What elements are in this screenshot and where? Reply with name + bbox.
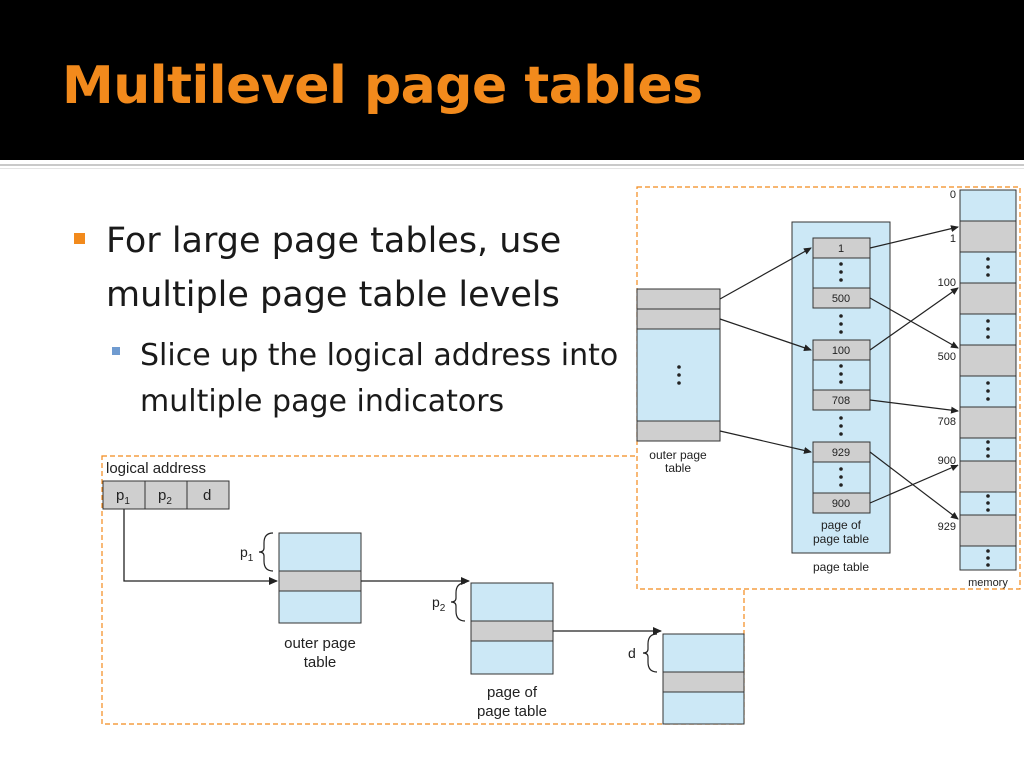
ellipsis-icon <box>677 365 681 385</box>
p1-brace <box>258 532 274 572</box>
bullet-slice-logical-address: Slice up the logical address into multip… <box>140 338 619 419</box>
ellipsis-icon <box>839 314 843 334</box>
outer-entry-last-arrow <box>719 430 812 454</box>
left-outer-page-table <box>278 532 362 624</box>
page-of-page-table-label-2: page table <box>813 532 869 546</box>
outer-entry-1-arrow <box>719 247 812 300</box>
memory-address-900: 900 <box>938 455 956 467</box>
page-table-entry-929: 929 <box>832 447 850 459</box>
field-d-text: d <box>203 487 211 504</box>
ellipsis-icon <box>839 262 843 282</box>
memory-label: memory <box>968 577 1008 589</box>
title-divider <box>0 164 1024 166</box>
bullet-large-page-tables: For large page tables, use multiple page… <box>106 221 562 315</box>
outer-entry-2-arrow <box>719 318 812 352</box>
memory-column <box>959 189 1017 571</box>
left-page-of-table-label-2: page table <box>477 703 547 720</box>
p2-offset-label: p2 <box>432 594 446 614</box>
translation-diagram-frame <box>101 455 745 725</box>
p1-offset-label: p1 <box>240 544 254 564</box>
d-offset-label: d <box>628 645 636 661</box>
right-outer-table-label-2: table <box>665 461 691 475</box>
entry-100-to-memory-arrow <box>869 287 959 351</box>
page-table-entry-1: 1 <box>838 243 844 255</box>
memory-address-100: 100 <box>938 277 956 289</box>
memory-address-500: 500 <box>938 351 956 363</box>
memory-address-1: 1 <box>950 233 956 245</box>
page-table-entry-100: 100 <box>832 345 850 357</box>
memory-address-929: 929 <box>938 521 956 533</box>
left-outer-table-label-2: table <box>304 654 337 671</box>
left-page-of-page-table <box>470 582 554 675</box>
page-table-entry-900: 900 <box>832 498 850 510</box>
entry-708-to-memory-arrow <box>869 399 959 414</box>
memory-address-708: 708 <box>938 416 956 428</box>
ellipsis-icon <box>839 416 843 436</box>
logical-address-label: logical address <box>106 460 206 477</box>
page-of-page-table-label-1: page of <box>821 518 862 532</box>
ellipsis-icon <box>839 364 843 384</box>
entry-1-to-memory-arrow <box>869 225 959 249</box>
slide-title: Multilevel page tables <box>62 56 703 116</box>
field-p1-text: p1 <box>116 487 130 507</box>
logical-address-field-d <box>186 480 230 510</box>
field-p2-text: p2 <box>158 487 172 507</box>
right-outer-table-label-1: outer page <box>649 448 707 462</box>
right-outer-page-table <box>636 288 721 442</box>
logical-address-field-p1 <box>102 480 146 510</box>
left-outer-table-label-1: outer page <box>284 635 356 652</box>
entry-929-to-memory-arrow <box>869 451 959 520</box>
entry-900-to-memory-arrow <box>869 464 959 504</box>
p1-to-outer-table-arrow <box>123 509 278 585</box>
logical-address-field-p2 <box>144 480 188 510</box>
ellipsis-icon <box>839 467 843 487</box>
page-table-label: page table <box>813 560 869 574</box>
p2-brace <box>450 582 466 622</box>
left-page-of-table-label-1: page of <box>487 684 538 701</box>
page-of-page-table-1 <box>812 237 871 309</box>
page-table-entry-500: 500 <box>832 293 850 305</box>
logical-address-fields: p1 p2 d <box>102 480 230 510</box>
entry-500-to-memory-arrow <box>869 297 959 349</box>
bullet-marker-level2 <box>112 347 120 355</box>
bullet-marker-level1 <box>74 233 85 244</box>
d-brace <box>642 633 658 673</box>
page-table-entry-708: 708 <box>832 395 850 407</box>
memory-address-0: 0 <box>950 189 956 201</box>
title-divider-secondary <box>0 168 1024 169</box>
title-bar: Multilevel page tables <box>0 0 1024 160</box>
left-memory-page <box>662 633 745 725</box>
